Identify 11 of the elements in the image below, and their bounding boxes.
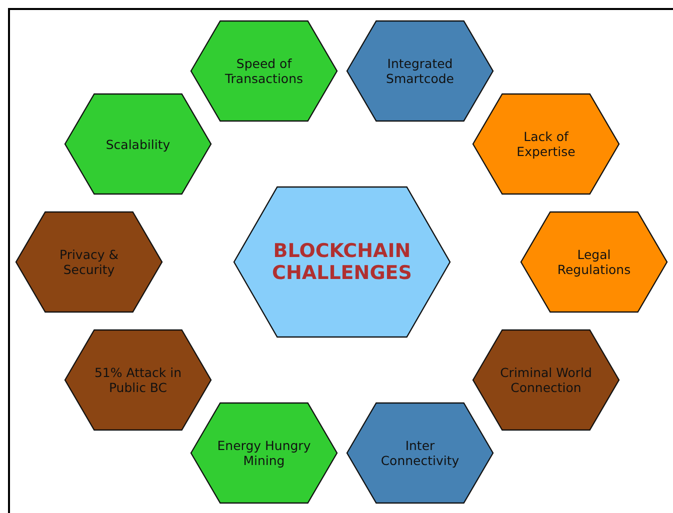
challenge-label: Criminal World Connection [499, 365, 593, 395]
challenge-label: Legal Regulations [556, 247, 632, 277]
challenge-label: Scalability [106, 136, 170, 152]
challenge-label: Inter Connectivity [380, 438, 460, 468]
challenge-label: Speed of Transactions [224, 56, 304, 86]
challenge-label: Integrated Smartcode [385, 56, 455, 86]
challenge-label: 51% Attack in Public BC [93, 365, 183, 395]
challenge-label: Energy Hungry Mining [216, 438, 312, 468]
challenge-label: Lack of Expertise [516, 129, 576, 159]
challenge-label: Privacy & Security [58, 247, 120, 277]
center-title: BLOCKCHAIN CHALLENGES [271, 240, 413, 284]
